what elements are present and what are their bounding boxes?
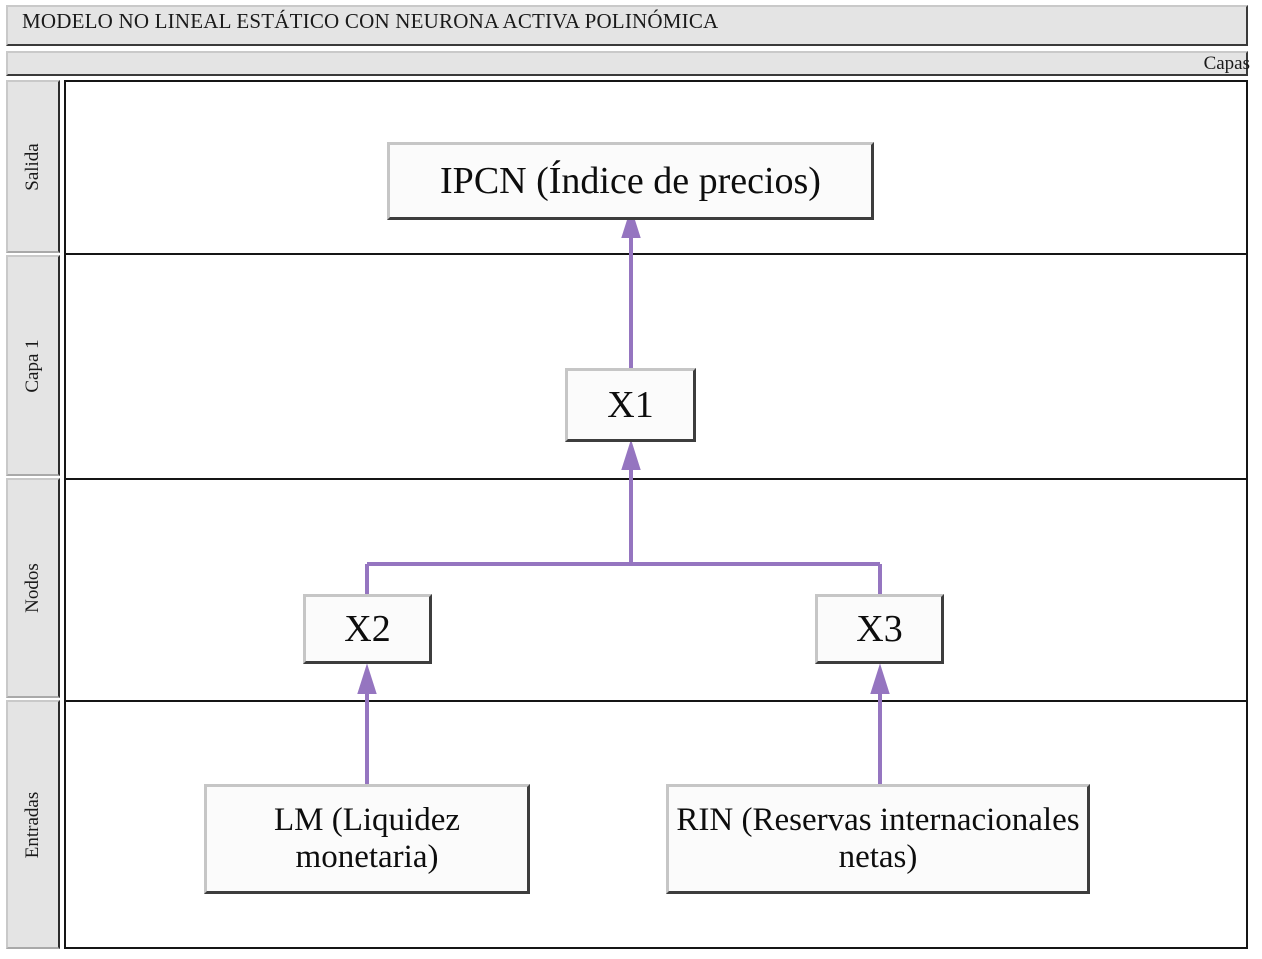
sidebar-item-entradas[interactable]: Entradas <box>6 700 60 949</box>
sidebar-item-nodos[interactable]: Nodos <box>6 478 60 698</box>
sidebar-item-label-capa1: Capa 1 <box>22 338 43 393</box>
title-band <box>6 5 1248 46</box>
node-output-label: IPCN (Índice de precios) <box>440 159 821 202</box>
node-input-rin-label: RIN (Reservas internacionales netas) <box>676 802 1080 875</box>
node-x3-label: X3 <box>856 607 903 650</box>
sidebar-item-label-entradas: Entradas <box>22 791 43 858</box>
sidebar-item-label-nodos: Nodos <box>22 563 43 613</box>
columns-header-band <box>6 51 1248 76</box>
row-divider-nodos-entradas <box>64 700 1248 702</box>
node-x2[interactable]: X2 <box>303 594 432 664</box>
node-x1-label: X1 <box>607 383 654 426</box>
sidebar-item-salida[interactable]: Salida <box>6 80 60 253</box>
node-input-lm[interactable]: LM (Liquidez monetaria) <box>204 784 530 894</box>
columns-header-label: Capas <box>1203 53 1250 74</box>
node-x1[interactable]: X1 <box>565 368 696 442</box>
row-divider-salida-capa1 <box>64 253 1248 255</box>
node-output-ipcn[interactable]: IPCN (Índice de precios) <box>387 142 874 220</box>
sidebar-item-label-salida: Salida <box>22 142 43 191</box>
node-x2-label: X2 <box>344 607 391 650</box>
node-input-lm-label: LM (Liquidez monetaria) <box>273 802 461 875</box>
page-title: MODELO NO LINEAL ESTÁTICO CON NEURONA AC… <box>22 9 719 33</box>
sidebar-item-capa1[interactable]: Capa 1 <box>6 255 60 476</box>
row-divider-capa1-nodos <box>64 478 1248 480</box>
node-x3[interactable]: X3 <box>815 594 944 664</box>
node-input-rin[interactable]: RIN (Reservas internacionales netas) <box>666 784 1090 894</box>
